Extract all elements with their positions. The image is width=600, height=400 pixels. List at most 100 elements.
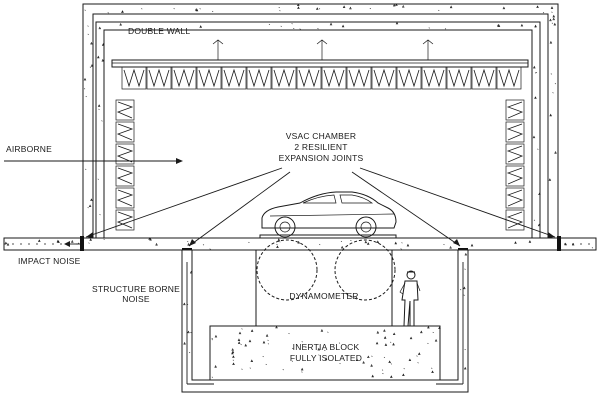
aggregate-speck: [542, 12, 545, 14]
aggregate-speck: [449, 5, 453, 9]
aggregate-speck: [388, 360, 391, 363]
aggregate-speck: [324, 349, 326, 352]
aggregate-speck: [416, 355, 418, 357]
aggregate-speck: [267, 343, 270, 345]
wedge-absorber-icon: [473, 68, 495, 88]
aggregate-speck: [97, 178, 99, 180]
aggregate-speck: [401, 242, 403, 244]
aggregate-speck: [267, 339, 269, 341]
aggregate-speck: [366, 242, 370, 245]
aggregate-speck: [514, 241, 517, 244]
aggregate-speck: [552, 14, 556, 18]
aggregate-speck: [434, 338, 438, 342]
aggregate-speck: [549, 40, 553, 44]
aggregate-speck: [464, 252, 468, 256]
aggregate-speck: [183, 302, 186, 306]
aggregate-speck: [214, 365, 217, 368]
aggregate-speck: [431, 367, 433, 369]
aggregate-speck: [417, 352, 421, 355]
wedge-absorber-icon: [371, 66, 397, 90]
aggregate-speck: [571, 242, 575, 246]
wedge-absorber-icon: [448, 68, 470, 88]
aggregate-speck: [211, 339, 213, 341]
aggregate-speck: [121, 10, 124, 13]
aggregate-speck: [244, 343, 247, 347]
aggregate-speck: [362, 360, 365, 364]
wedge-absorber-icon: [505, 99, 525, 121]
aggregate-speck: [324, 357, 328, 360]
aggregate-speck: [276, 243, 278, 246]
aggregate-speck: [376, 330, 380, 334]
aggregate-speck: [101, 120, 103, 122]
aggregate-speck: [317, 347, 321, 351]
aggregate-speck: [317, 28, 319, 30]
aggregate-speck: [211, 10, 214, 12]
wedge-absorber-icon: [505, 165, 525, 187]
aggregate-speck: [187, 241, 189, 243]
aggregate-speck: [301, 341, 303, 343]
aggregate-speck: [549, 113, 552, 117]
aggregate-speck: [87, 25, 89, 27]
aggregate-speck: [432, 331, 434, 334]
impact-noise-label: IMPACT NOISE: [18, 256, 81, 266]
aggregate-speck: [173, 8, 175, 10]
aggregate-speck: [83, 77, 87, 81]
wedge-absorber-icon: [296, 66, 322, 90]
wedge-absorber-icon: [115, 187, 135, 209]
aggregate-speck: [276, 245, 279, 248]
wedge-absorber-icon: [173, 68, 195, 88]
left-wall-absorbers: [115, 99, 135, 231]
aggregate-speck: [99, 214, 101, 216]
wedge-absorber-icon: [505, 143, 525, 165]
wedge-absorber-icon: [421, 66, 447, 90]
aggregate-speck: [392, 332, 396, 336]
aggregate-speck: [395, 3, 398, 6]
aggregate-speck: [103, 238, 105, 240]
aggregate-speck: [241, 368, 243, 370]
aggregate-speck: [554, 83, 557, 85]
wedge-absorber-icon: [196, 66, 222, 90]
aggregate-speck: [349, 6, 352, 10]
wedge-absorber-icon: [198, 68, 220, 88]
aggregate-speck: [209, 248, 211, 250]
aggregate-speck: [551, 11, 553, 13]
aggregate-speck: [338, 342, 341, 344]
aggregate-speck: [470, 243, 474, 247]
aggregate-speck: [291, 23, 293, 25]
aggregate-speck: [148, 237, 151, 240]
wedge-absorber-icon: [248, 68, 270, 88]
aggregate-speck: [550, 6, 554, 9]
aggregate-speck: [231, 351, 234, 355]
airborne-arrow: [4, 158, 183, 164]
aggregate-speck: [551, 22, 554, 24]
structure-borne-arrows: [186, 262, 464, 385]
aggregate-speck: [537, 148, 539, 150]
chamber-label-line2: 2 RESILIENT: [294, 142, 347, 152]
aggregate-speck: [552, 92, 554, 94]
inertia-block-label-line2: FULLY ISOLATED: [290, 353, 362, 363]
aggregate-speck: [564, 242, 567, 246]
impact-noise-arrow: [64, 241, 80, 247]
wedge-absorber-icon: [146, 66, 172, 90]
aggregate-speck: [350, 240, 352, 242]
aggregate-speck: [241, 328, 243, 330]
aggregate-speck: [327, 331, 329, 333]
aggregate-speck: [248, 241, 250, 243]
aggregate-speck: [443, 244, 445, 246]
wedge-absorber-icon: [348, 68, 370, 88]
wedge-absorber-icon: [446, 66, 472, 90]
aggregate-speck: [265, 363, 267, 365]
aggregate-speck: [383, 329, 386, 332]
aggregate-speck: [394, 241, 398, 245]
aggregate-speck: [248, 339, 252, 343]
aggregate-speck: [119, 22, 122, 26]
aggregate-speck: [318, 8, 321, 10]
aggregate-speck: [288, 332, 290, 335]
aggregate-speck: [463, 366, 467, 370]
aggregate-speck: [98, 108, 100, 110]
aggregate-speck: [141, 8, 143, 10]
wedge-absorber-icon: [505, 187, 525, 209]
aggregate-speck: [370, 364, 373, 367]
aggregate-speck: [532, 135, 536, 139]
